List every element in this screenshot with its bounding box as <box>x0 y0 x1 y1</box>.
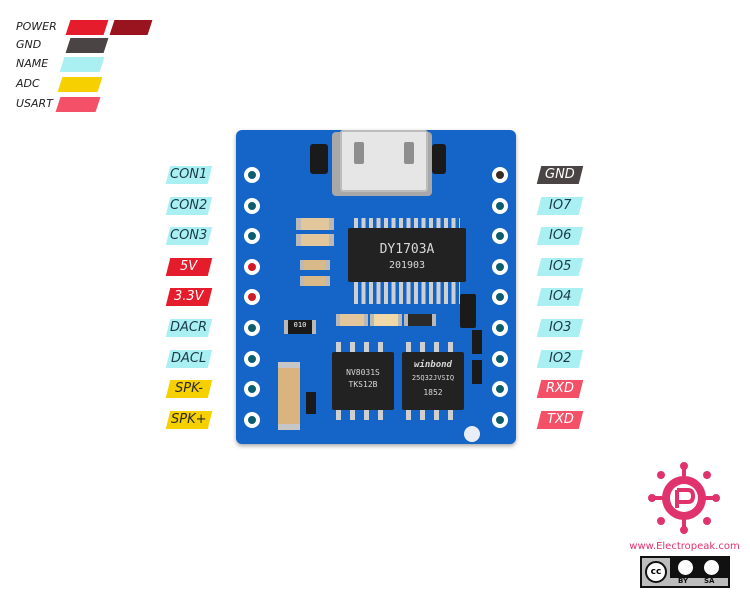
left-pin-pad-con3 <box>244 228 260 245</box>
mounting-hole <box>464 426 480 442</box>
left-pin-pad-dacr <box>244 320 260 336</box>
smd-capacitor <box>296 234 334 246</box>
legend-usart-swatch <box>55 97 101 112</box>
smd-resistor: 010 <box>284 320 316 334</box>
legend-adc-label: ADC <box>16 77 40 90</box>
website-text: www.Electropeak.com <box>629 541 740 552</box>
flash-chip: winbond 25Q32JVSIQ 1852 <box>402 352 464 410</box>
left-pin-pad-dacl <box>244 350 260 367</box>
legend-usart-label: USART <box>16 97 53 110</box>
left-pin-pad-con2 <box>244 197 260 214</box>
tantalum-capacitor <box>278 362 300 430</box>
left-pin-pad-spk- <box>244 411 260 428</box>
legend-gnd-label: GND <box>16 38 42 51</box>
right-pin-label-rxd: RXD <box>536 380 584 399</box>
right-pin-pad-io5 <box>492 258 508 275</box>
legend-name-swatch <box>59 57 105 72</box>
license-by: BY <box>678 577 689 585</box>
smd-capacitor <box>300 260 330 270</box>
usb-connector <box>340 130 428 192</box>
main-chip-label-1: DY1703A <box>379 242 435 257</box>
smd-capacitor <box>296 218 334 230</box>
cc-license-badge: cc BY SA <box>640 556 730 588</box>
left-pin-pad-5v <box>244 258 260 275</box>
amp-chip-label-1: NV8031S <box>346 368 380 377</box>
legend-name-label: NAME <box>16 57 49 70</box>
left-pin-pad-3-3v <box>244 289 260 306</box>
share-alike-icon <box>704 560 719 575</box>
license-sa: SA <box>704 577 715 585</box>
left-pin-pad-spk- <box>244 381 260 398</box>
main-chip-pins-bottom <box>354 282 460 304</box>
right-pin-pad-io7 <box>492 197 508 214</box>
legend-gnd-swatch <box>65 38 109 53</box>
legend-power-swatch <box>65 20 109 35</box>
amp-chip-label-2: TKS12B <box>348 380 378 389</box>
legend-adc-swatch <box>57 77 103 92</box>
flash-chip-label-2: 1852 <box>423 388 443 397</box>
legend-power-swatch-dark <box>109 20 153 35</box>
cc-icon: cc <box>645 561 667 583</box>
right-pin-label-io6: IO6 <box>536 227 584 246</box>
right-pin-label-io5: IO5 <box>536 257 584 276</box>
legend-power-label: POWER <box>16 20 57 33</box>
right-pin-pad-io3 <box>492 320 508 336</box>
flash-chip-label-1: 25Q32JVSIQ <box>411 374 455 382</box>
right-pin-pad-io2 <box>492 350 508 367</box>
left-pin-label-spk-: SPK- <box>165 380 213 399</box>
left-pin-label-5v: 5V <box>165 257 213 276</box>
main-chip: DY1703A 201903 <box>348 228 466 282</box>
right-pin-pad-io4 <box>492 289 508 306</box>
right-pin-label-gnd: GND <box>536 166 584 184</box>
left-pin-label-con2: CON2 <box>165 196 213 215</box>
left-pin-label-dacl: DACL <box>165 349 213 368</box>
resistor-label: 010 <box>293 321 307 329</box>
left-pin-label-con1: CON1 <box>165 166 213 184</box>
left-pin-label-con3: CON3 <box>165 227 213 246</box>
main-chip-pins-top <box>354 218 460 228</box>
transistor <box>460 294 476 328</box>
left-pin-pad-con1 <box>244 167 260 183</box>
right-pin-pad-gnd <box>492 167 508 183</box>
right-pin-pad-txd <box>492 411 508 428</box>
right-pin-label-io2: IO2 <box>536 349 584 368</box>
right-pin-label-io4: IO4 <box>536 288 584 307</box>
left-pin-label-3-3v: 3.3V <box>165 288 213 307</box>
right-pin-pad-io6 <box>492 228 508 245</box>
amplifier-chip: NV8031S TKS12B <box>332 352 394 410</box>
left-pin-label-dacr: DACR <box>165 319 213 337</box>
smd-capacitor <box>300 276 330 286</box>
right-pin-label-io7: IO7 <box>536 196 584 215</box>
dfplayer-board: DY1703A 201903 010 NV8031S TKS12B winbon… <box>236 130 516 444</box>
electropeak-logo <box>648 462 720 534</box>
main-chip-label-2: 201903 <box>388 260 426 271</box>
right-pin-pad-rxd <box>492 381 508 398</box>
attribution-icon <box>678 560 693 575</box>
right-pin-label-txd: TXD <box>536 410 584 429</box>
left-pin-label-spk-: SPK+ <box>165 410 213 429</box>
right-pin-label-io3: IO3 <box>536 319 584 337</box>
flash-chip-brand: winbond <box>414 360 452 370</box>
